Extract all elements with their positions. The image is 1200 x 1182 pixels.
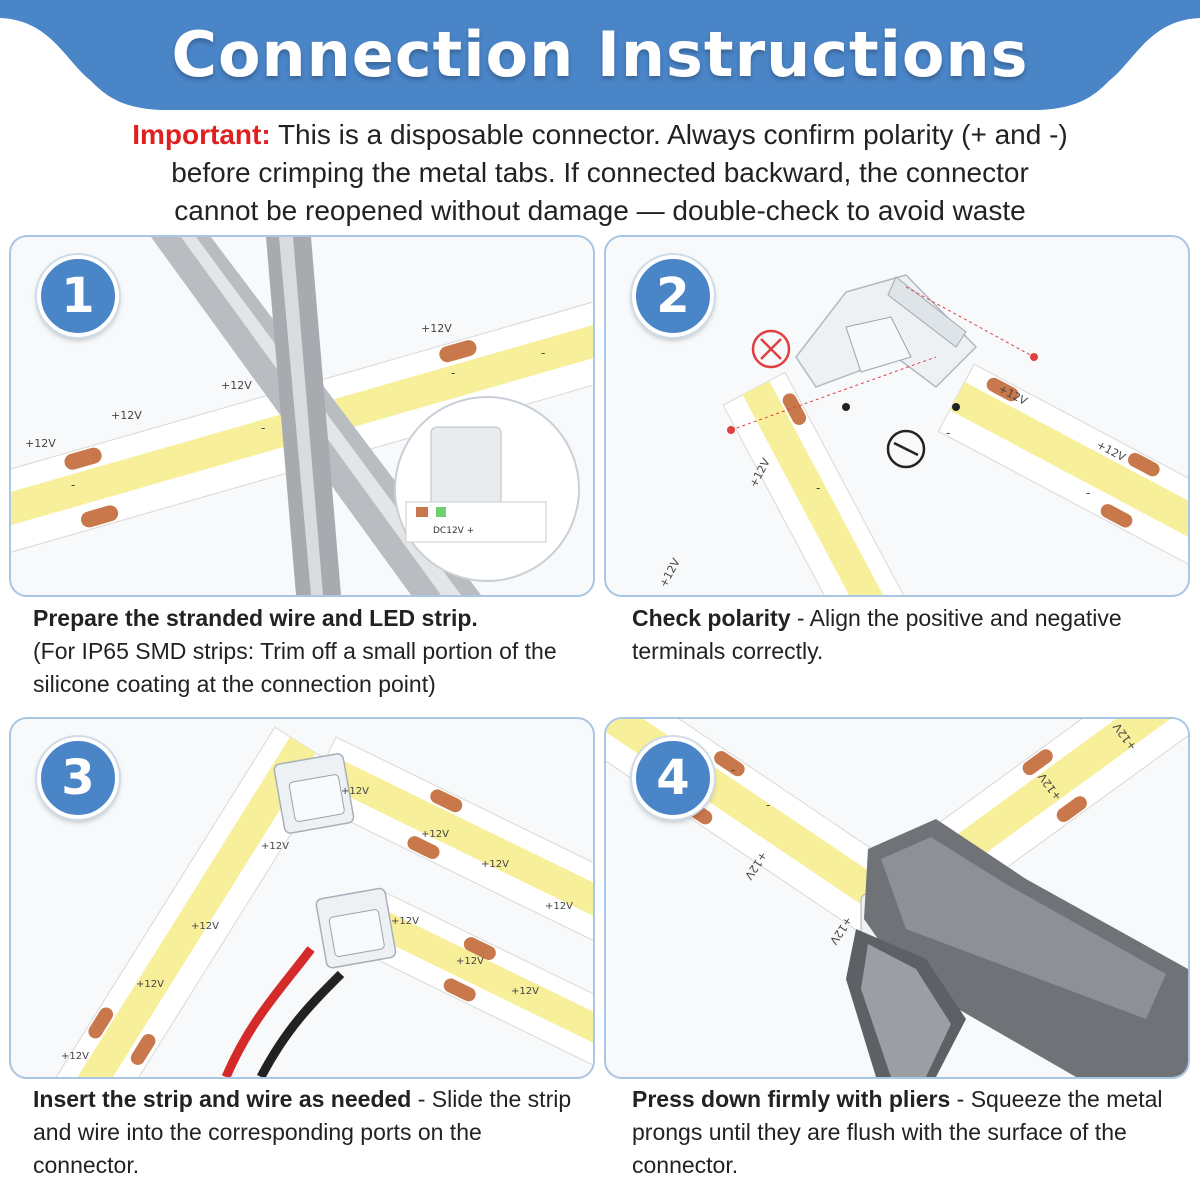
step-3-panel: +12V +12V +12V +12V +12V +12V +12V +12V … bbox=[9, 717, 595, 1079]
strip-label: - bbox=[946, 426, 950, 440]
wire-connector-icon bbox=[315, 887, 397, 969]
step-2-illustration: +12V +12V +12V +12V - - - bbox=[657, 274, 1188, 595]
strip-label: - bbox=[1086, 486, 1090, 500]
step-1-text: (For IP65 SMD strips: Trim off a small p… bbox=[33, 638, 557, 697]
step-3-caption: Insert the strip and wire as needed - Sl… bbox=[33, 1083, 578, 1182]
strip-label: +12V bbox=[456, 956, 484, 967]
page-title: Connection Instructions bbox=[171, 18, 1029, 91]
strip-label: +12V bbox=[545, 901, 573, 912]
step-4-badge: 4 bbox=[632, 737, 714, 819]
notice-line-2: before crimping the metal tabs. If conne… bbox=[171, 157, 1029, 188]
strip-label: +12V bbox=[511, 986, 539, 997]
strip-label: +12V bbox=[657, 556, 683, 590]
strip-label: +12V bbox=[421, 829, 449, 840]
strip-label: +12V bbox=[421, 322, 452, 335]
step-3-text: - Slide the strip and wire into the corr… bbox=[33, 1086, 572, 1178]
step-3-badge: 3 bbox=[37, 737, 119, 819]
strip-label: +12V bbox=[341, 786, 369, 797]
strip-label: +12V bbox=[221, 379, 252, 392]
important-label: Important: bbox=[132, 119, 271, 150]
step-2-text: - Align the positive and negative termin… bbox=[632, 605, 1122, 664]
step-3-title: Insert the strip and wire as needed bbox=[33, 1086, 412, 1112]
l-connector-icon bbox=[795, 274, 978, 388]
plus-circle-icon bbox=[751, 329, 791, 369]
step-2-caption: Check polarity - Align the positive and … bbox=[632, 602, 1172, 668]
step-1-title: Prepare the stranded wire and LED strip. bbox=[33, 605, 478, 631]
strip-label: +12V bbox=[136, 979, 164, 990]
important-notice: Important: This is a disposable connecto… bbox=[40, 116, 1160, 230]
step-2-title: Check polarity bbox=[632, 605, 791, 631]
step-4-panel: +12V +12V +12V +12V - - 4 bbox=[604, 717, 1190, 1079]
step-2-panel: +12V +12V +12V +12V - - - 2 bbox=[604, 235, 1190, 597]
step-4-title: Press down firmly with pliers bbox=[632, 1086, 951, 1112]
strip-label: +12V bbox=[25, 437, 56, 450]
step-1-panel: +12V +12V +12V +12V - - - - DC12V + 1 bbox=[9, 235, 595, 597]
strip-label: +12V bbox=[827, 914, 855, 947]
strip-label: - bbox=[261, 421, 265, 435]
notice-line-1: Important: This is a disposable connecto… bbox=[132, 119, 1068, 150]
pliers-icon bbox=[846, 819, 1188, 1077]
strip-label: - bbox=[451, 366, 455, 380]
strip-label: +12V bbox=[111, 409, 142, 422]
inset-label: DC12V + bbox=[433, 526, 474, 536]
notice-line-3: cannot be reopened without damage — doub… bbox=[174, 195, 1026, 226]
strip-label: - bbox=[731, 763, 735, 777]
step-4-caption: Press down firmly with pliers - Squeeze … bbox=[632, 1083, 1177, 1182]
header-banner: Connection Instructions bbox=[0, 0, 1200, 112]
strip-label: +12V bbox=[191, 921, 219, 932]
strip-label: - bbox=[541, 346, 545, 360]
step-1-illustration: +12V +12V +12V +12V - - - - DC12V + bbox=[11, 237, 593, 595]
strip-label: +12V bbox=[391, 916, 419, 927]
strip-label: +12V bbox=[481, 859, 509, 870]
minus-circle-icon bbox=[886, 429, 926, 469]
strip-label: +12V bbox=[261, 841, 289, 852]
step-3-illustration: +12V +12V +12V +12V +12V +12V +12V +12V … bbox=[51, 726, 593, 1077]
step-1-caption: Prepare the stranded wire and LED strip.… bbox=[33, 602, 593, 701]
step-2-badge: 2 bbox=[632, 255, 714, 337]
strip-label: +12V bbox=[61, 1051, 89, 1062]
strip-label: - bbox=[71, 478, 75, 492]
strip-label: - bbox=[766, 798, 770, 812]
step-1-badge: 1 bbox=[37, 255, 119, 337]
l-connector-icon bbox=[273, 753, 355, 834]
strip-label: - bbox=[816, 481, 820, 495]
